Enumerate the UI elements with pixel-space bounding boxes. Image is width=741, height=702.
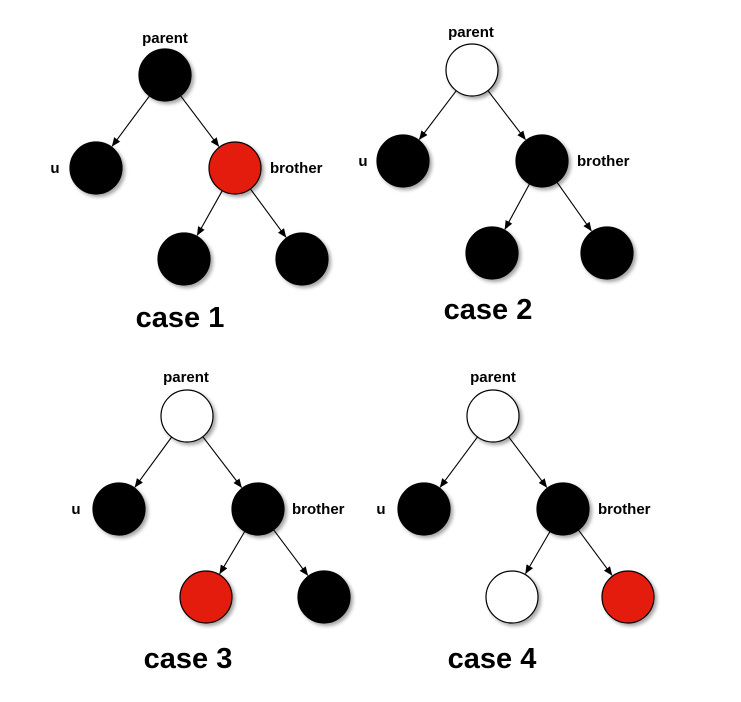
edge-parent-to-u: [134, 436, 173, 488]
left-nephew-node: [485, 570, 539, 624]
u-label: u: [358, 153, 367, 170]
edge-brother-to-right-nephew: [577, 529, 613, 576]
parent-label: parent: [470, 369, 516, 386]
case-title: case 1: [136, 302, 225, 334]
case-title: case 2: [444, 294, 533, 326]
left-nephew-node: [179, 570, 233, 624]
right-nephew-node: [275, 232, 329, 286]
right-nephew-node: [580, 226, 634, 280]
right-nephew-node: [601, 570, 655, 624]
edge-parent-to-u: [418, 90, 457, 140]
edge-parent-to-brother: [180, 95, 220, 147]
edge-parent-to-brother: [508, 436, 548, 488]
u-node: [376, 134, 430, 188]
case-title: case 3: [144, 643, 233, 675]
brother-node: [231, 482, 285, 536]
case-4-tree: parent u brother case 4: [376, 369, 655, 675]
u-node: [92, 482, 146, 536]
case-1-tree: parent u brother case 1: [50, 30, 329, 334]
edge-brother-to-right-nephew: [556, 181, 592, 232]
parent-node: [160, 389, 214, 443]
case-3-tree: parent u brother case 3: [71, 369, 351, 675]
brother-node: [536, 482, 590, 536]
brother-label: brother: [292, 501, 345, 518]
u-label: u: [71, 501, 80, 518]
left-nephew-node: [465, 226, 519, 280]
edge-brother-to-right-nephew: [249, 188, 287, 238]
u-label: u: [376, 501, 385, 518]
parent-node: [138, 48, 192, 102]
edge-parent-to-brother: [202, 436, 243, 488]
edge-brother-to-left-nephew: [504, 183, 531, 230]
left-nephew-node: [157, 232, 211, 286]
brother-node: [208, 141, 262, 195]
parent-label: parent: [448, 24, 494, 41]
edge-parent-to-u: [439, 436, 478, 488]
brother-label: brother: [577, 153, 630, 170]
parent-label: parent: [163, 369, 209, 386]
edge-brother-to-left-nephew: [525, 531, 551, 574]
edge-brother-to-left-nephew: [196, 190, 223, 236]
brother-label: brother: [598, 501, 651, 518]
case-2-tree: parent u brother case 2: [358, 24, 634, 326]
u-node: [69, 141, 123, 195]
brother-node: [515, 134, 569, 188]
edge-parent-to-u: [111, 95, 150, 147]
u-node: [397, 482, 451, 536]
edge-parent-to-brother: [487, 90, 526, 140]
right-nephew-node: [297, 570, 351, 624]
parent-label: parent: [142, 30, 188, 47]
brother-label: brother: [270, 160, 323, 177]
parent-node: [466, 389, 520, 443]
u-label: u: [50, 160, 59, 177]
edge-brother-to-left-nephew: [219, 531, 246, 575]
edge-brother-to-right-nephew: [273, 529, 309, 576]
case-title: case 4: [448, 643, 537, 675]
parent-node: [445, 43, 499, 97]
cases-layer: parent u brother case 1 parent u brother case 2…: [50, 24, 655, 675]
